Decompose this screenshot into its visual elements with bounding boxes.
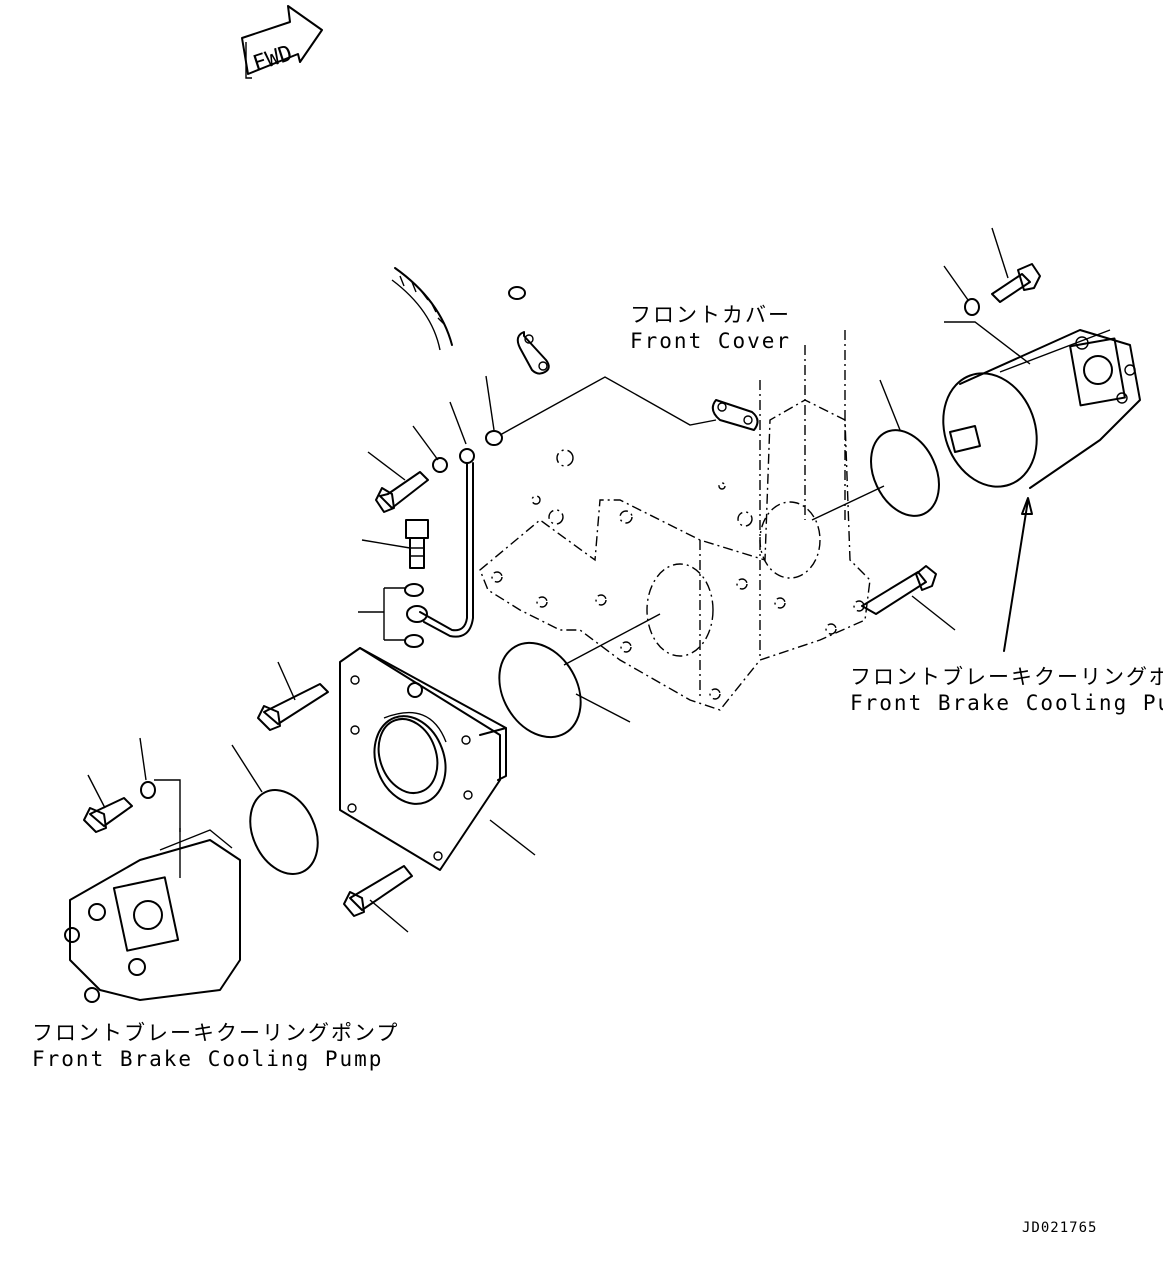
o-rings <box>249 379 940 875</box>
fwd-arrow-icon: FWD <box>241 5 323 79</box>
pump-left <box>64 779 241 1003</box>
front-cover-label: フロントカバー Front Cover <box>630 302 791 354</box>
hardware-group <box>83 227 1041 933</box>
flywheel-housing-arc <box>391 267 453 351</box>
pump-right-label: フロントブレーキクーリングポンプ Front Brake Cooling Pum… <box>850 664 1163 716</box>
pump-left-label-jp: フロントブレーキクーリングポンプ <box>32 1021 400 1045</box>
adapter-plate <box>339 647 536 871</box>
drawing-code: JD021765 <box>1022 1220 1098 1236</box>
pump-right-label-jp: フロントブレーキクーリングポンプ <box>850 665 1163 689</box>
bracket-plate <box>508 286 759 431</box>
pump-left-label-en: Front Brake Cooling Pump <box>32 1047 384 1071</box>
front-cover-label-en: Front Cover <box>630 329 792 353</box>
front-cover-label-jp: フロントカバー <box>630 303 791 327</box>
front-cover-leader <box>499 376 717 436</box>
fwd-label: FWD <box>250 41 296 77</box>
pump-left-label: フロントブレーキクーリングポンプ Front Brake Cooling Pum… <box>32 1020 399 1072</box>
pump-right <box>942 329 1141 652</box>
front-cover-outline <box>479 330 871 711</box>
pump-right-label-en: Front Brake Cooling Pump <box>850 691 1163 715</box>
